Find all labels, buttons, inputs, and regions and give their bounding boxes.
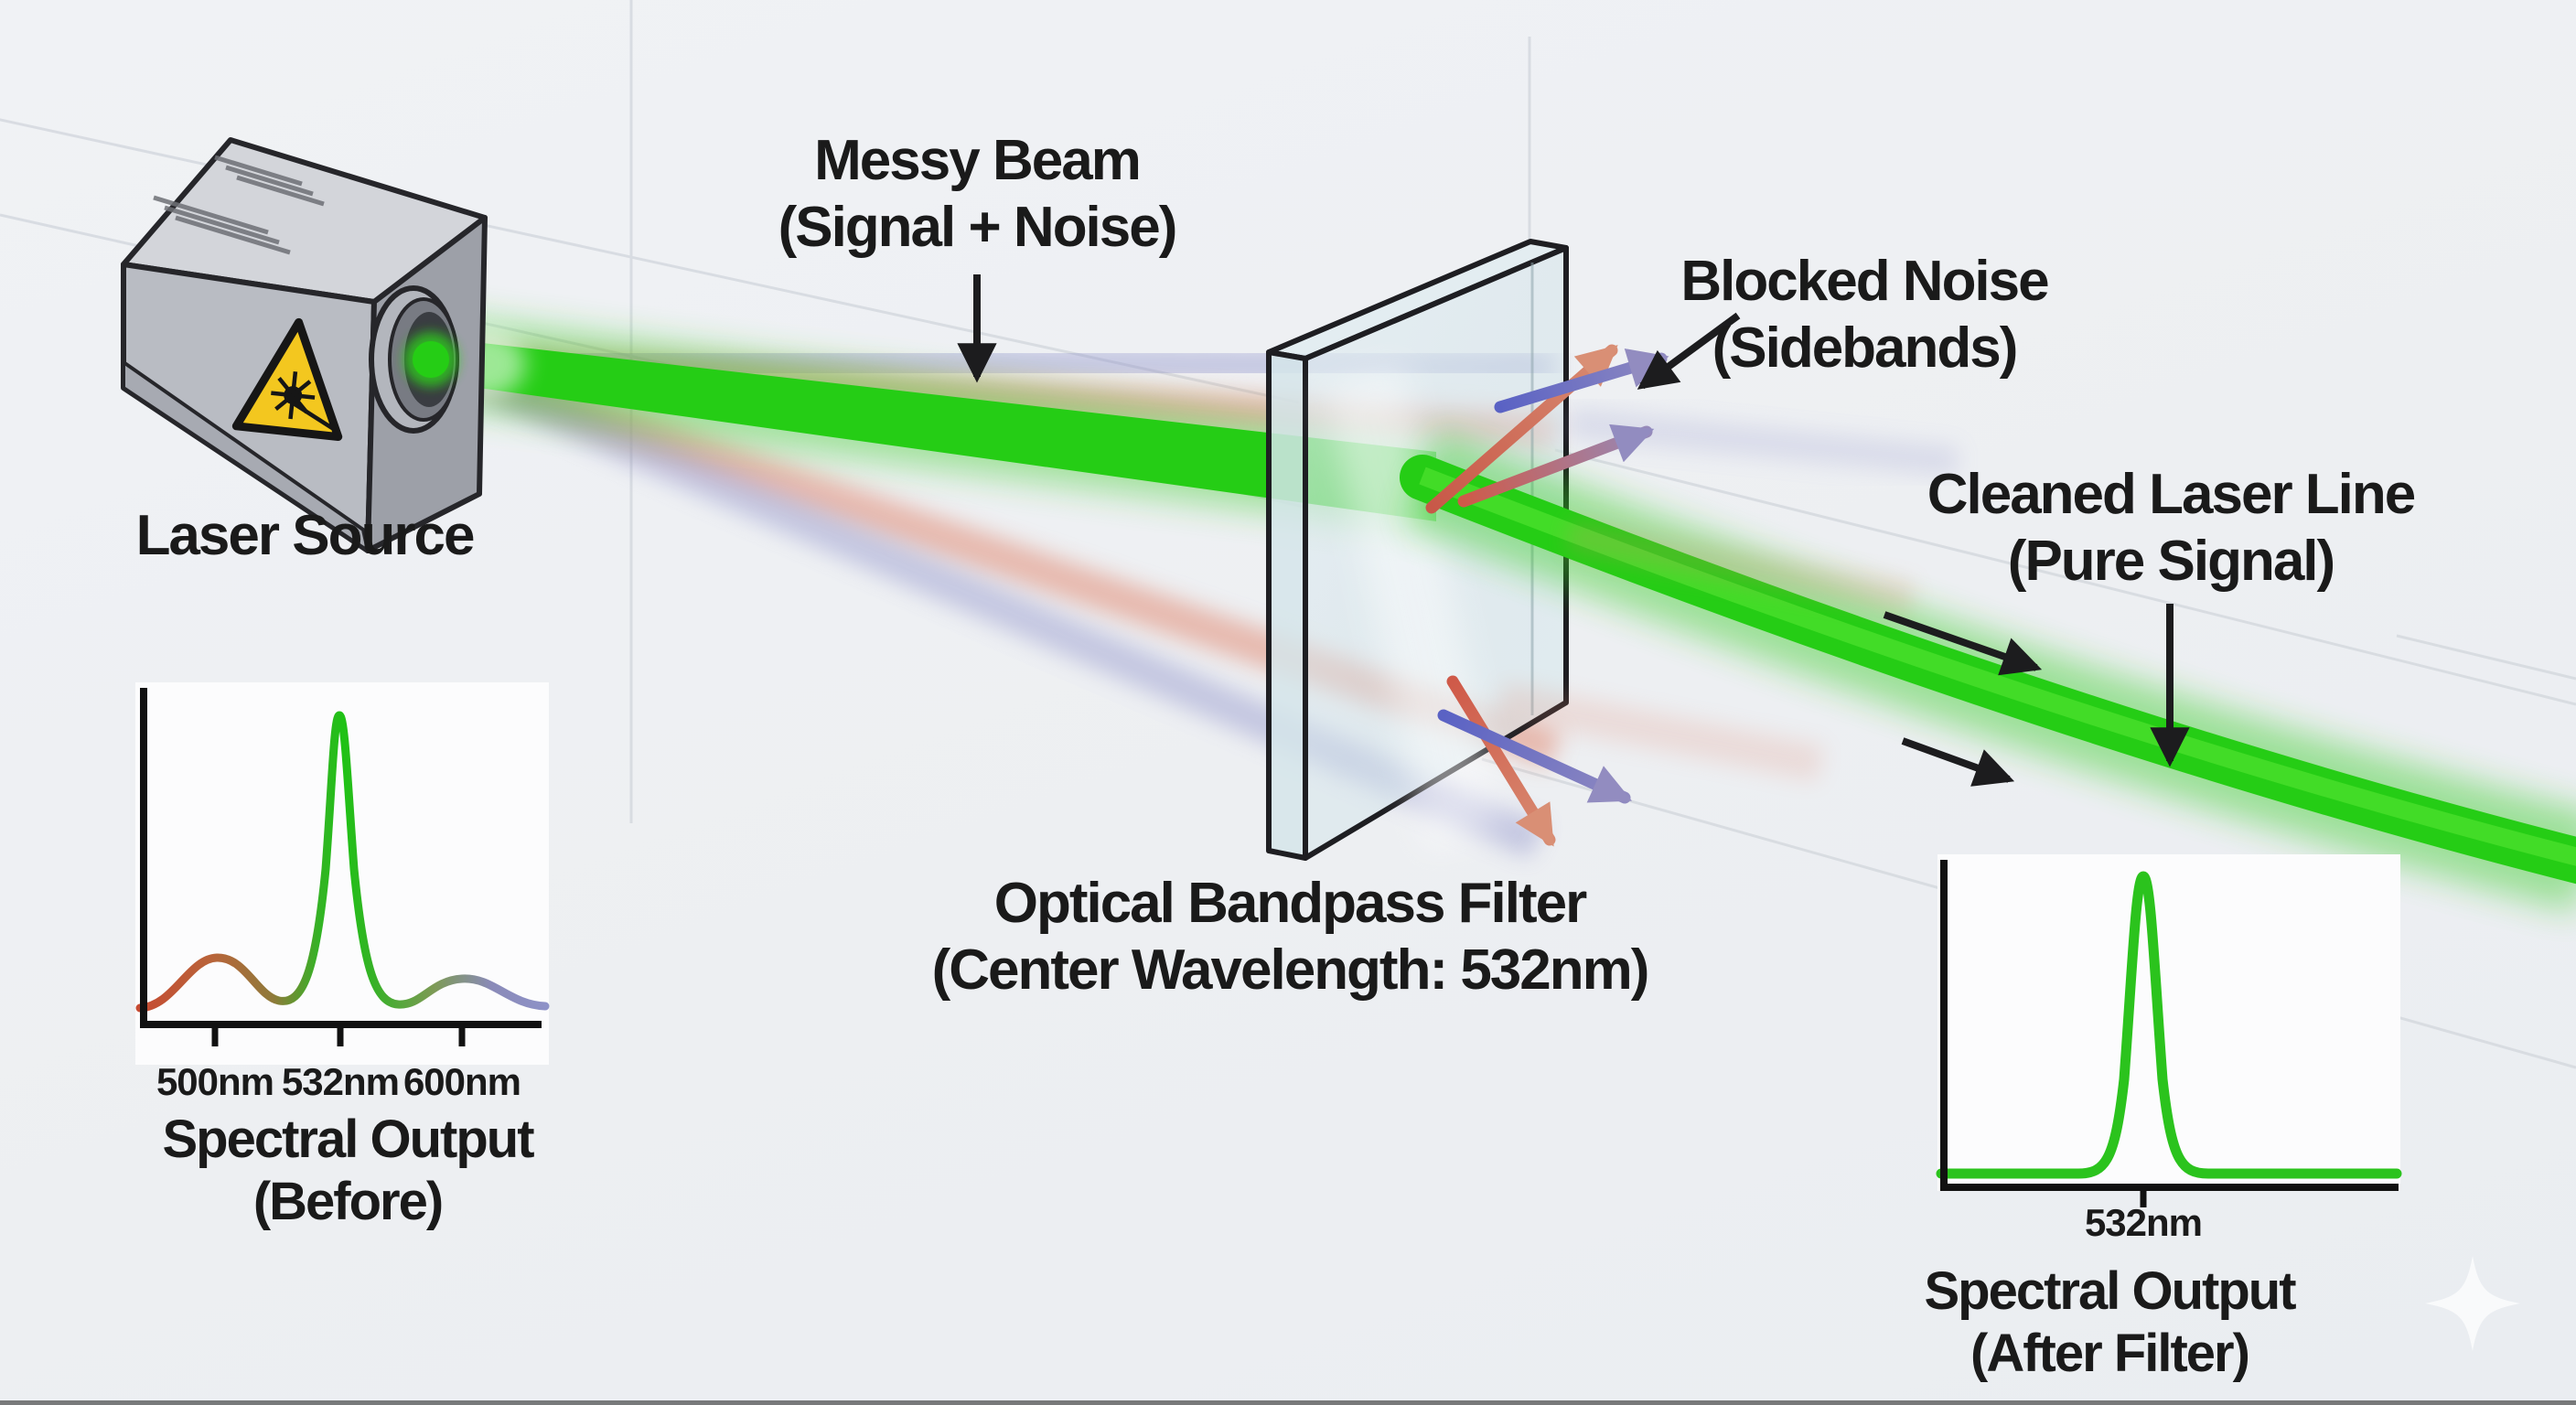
- residual-red-lower: [1497, 681, 1824, 782]
- spectrum-after-caption: Spectral Output (After Filter): [1835, 1260, 2384, 1385]
- messy-beam-label-line2: (Signal + Noise): [778, 195, 1178, 259]
- spectrum-before-curve: [135, 711, 550, 1013]
- cleaned-laser-label: Cleaned Laser Line (Pure Signal): [1851, 462, 2491, 595]
- spectrum-after-caption-line2: (After Filter): [1970, 1323, 2250, 1383]
- blocked-noise-arrows: [1425, 344, 1669, 847]
- laser-warning-icon: [231, 317, 343, 442]
- blocked-noise-label-line1: Blocked Noise: [1680, 250, 2049, 313]
- blocked-noise-label: Blocked Noise (Sidebands): [1590, 249, 2139, 381]
- blocked-arrow-red-down: [1446, 675, 1556, 847]
- spectrum-after-curve: [1936, 871, 2402, 1179]
- messy-beam-label-line1: Messy Beam: [814, 129, 1142, 192]
- spectrum-before-axes: [140, 688, 542, 1028]
- beam-direction-arrow-upper: [1883, 611, 2043, 676]
- spectrum-before-caption-line1: Spectral Output: [162, 1110, 534, 1169]
- spectrum-after-axes: [1940, 860, 2399, 1191]
- bandpass-filter-label: Optical Bandpass Filter (Center Waveleng…: [924, 871, 1656, 1003]
- cleaned-laser-label-line1: Cleaned Laser Line: [1927, 463, 2417, 526]
- before-tick-600nm: 600nm: [402, 1060, 521, 1103]
- bandpass-filter-label-line2: (Center Wavelength: 532nm): [931, 938, 1650, 1002]
- messy-beam-label: Messy Beam (Signal + Noise): [657, 128, 1297, 261]
- spectrum-before-panel: [135, 682, 550, 1065]
- blocked-noise-pointer-arrow: [1637, 312, 1741, 390]
- before-tick-532nm: 532nm: [281, 1060, 400, 1103]
- cleaned-laser-label-line2: (Pure Signal): [2007, 529, 2335, 593]
- residual-red: [1565, 519, 1916, 616]
- blocked-noise-label-line2: (Sidebands): [1712, 316, 2019, 380]
- vent-lines-icon: [153, 155, 325, 255]
- laser-source-label: Laser Source: [135, 504, 476, 567]
- cleaned-beam: [1400, 407, 2576, 913]
- sparkle-icon: [2425, 1256, 2520, 1351]
- filter-left-face: [1266, 349, 1308, 861]
- blocked-arrow-red-right: [1457, 424, 1655, 508]
- blocked-arrow-blue-down: [1437, 709, 1633, 804]
- spectrum-after-caption-line1: Spectral Output: [1924, 1261, 2296, 1321]
- before-tick-500nm: 500nm: [156, 1060, 274, 1103]
- bottom-edge-strip: [0, 1400, 2576, 1405]
- after-tick-532nm: 532nm: [2084, 1201, 2203, 1244]
- signal-beam-core: [426, 337, 1436, 521]
- spectrum-before-ticks: [211, 1024, 466, 1046]
- spectrum-before-caption-line2: (Before): [252, 1171, 444, 1231]
- blocked-arrow-blue-up: [1494, 349, 1669, 413]
- laser-aperture: [369, 285, 459, 434]
- filter-sheen: [1325, 364, 1502, 853]
- laser-source-box: [121, 137, 488, 553]
- spectrum-after-panel: [1936, 854, 2402, 1207]
- beam-direction-arrow-lower: [1901, 737, 2015, 787]
- annotation-arrows: [957, 274, 2190, 787]
- bandpass-filter-label-line1: Optical Bandpass Filter: [993, 872, 1588, 935]
- spectrum-before-caption: Spectral Output (Before): [119, 1109, 576, 1233]
